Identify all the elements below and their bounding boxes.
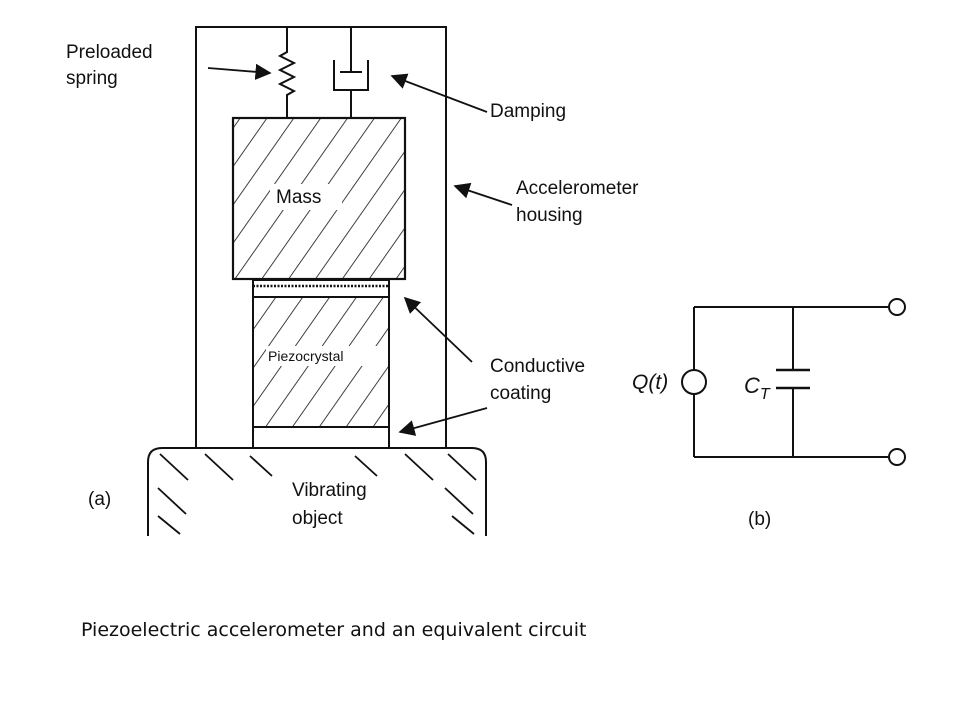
label-preloaded: Preloaded xyxy=(66,42,153,63)
current-source xyxy=(681,369,707,395)
label-vibrating: Vibrating xyxy=(292,480,367,501)
label-accelerometer: Accelerometer xyxy=(516,178,639,199)
label-mass: Mass xyxy=(276,187,321,208)
terminal-bottom xyxy=(888,448,906,466)
label-conductive: Conductive xyxy=(490,356,585,377)
label-damping: Damping xyxy=(490,101,566,122)
terminal-top xyxy=(888,298,906,316)
callout-arrows xyxy=(207,63,513,436)
circuit-wires xyxy=(693,306,888,458)
label-spring: spring xyxy=(66,68,118,89)
figure-caption: Piezoelectric accelerometer and an equiv… xyxy=(81,619,587,641)
label-tag-a: (a) xyxy=(88,489,111,510)
damper xyxy=(333,27,369,118)
diagram-b: Q(t) CT (b) xyxy=(632,298,906,530)
label-capacitor: CT xyxy=(744,373,771,403)
label-coating: coating xyxy=(490,383,551,404)
label-source-q: Q(t) xyxy=(632,371,668,394)
vibrating-object xyxy=(147,447,487,536)
capacitor-ct xyxy=(776,368,810,390)
conductive-coating-bottom xyxy=(252,426,390,449)
label-housing: housing xyxy=(516,205,583,226)
label-piezocrystal: Piezocrystal xyxy=(268,348,343,364)
label-tag-b: (b) xyxy=(748,509,771,530)
label-object: object xyxy=(292,508,343,529)
vibrating-object-hatching xyxy=(157,453,477,535)
preloaded-spring xyxy=(277,27,297,118)
conductive-coating-top xyxy=(252,279,390,298)
accelerometer-housing xyxy=(195,26,447,448)
diagram-a: Preloaded spring Damping Accelerometer h… xyxy=(66,26,639,536)
